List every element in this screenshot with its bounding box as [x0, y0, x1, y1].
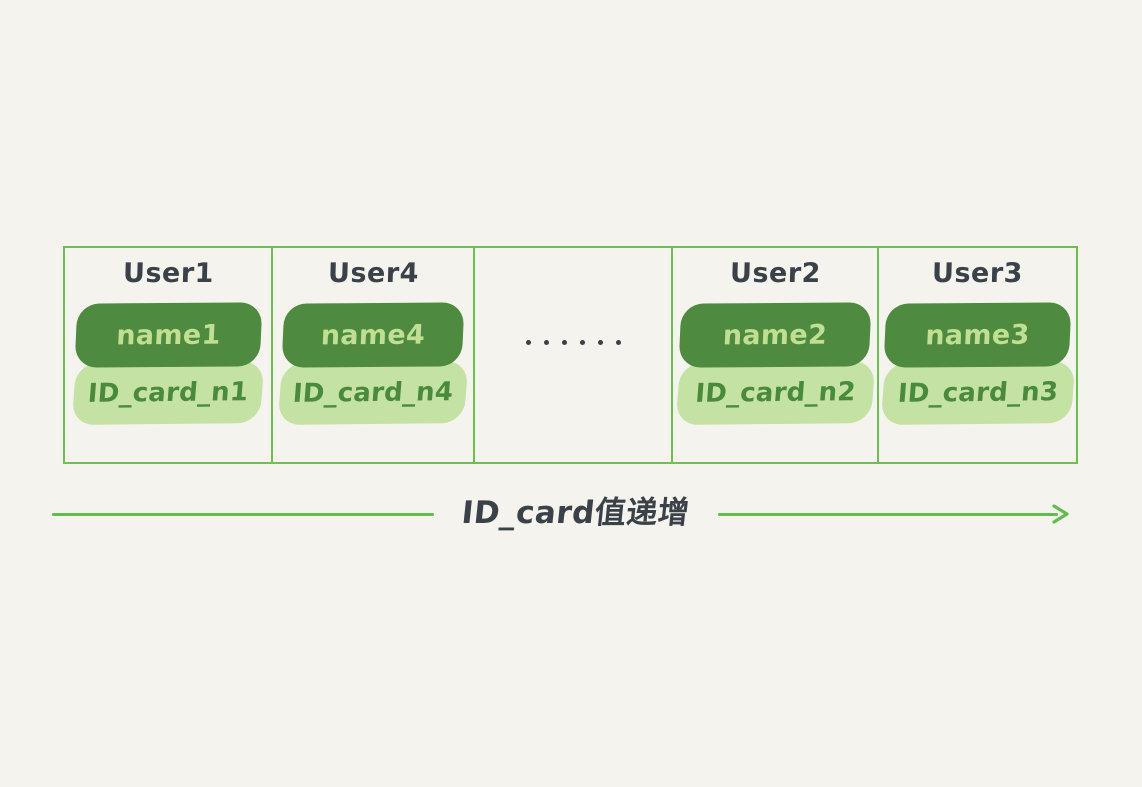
table-cell-user2: User2 name2 ID_card_n2 — [673, 248, 879, 462]
user-title: User2 — [729, 258, 821, 289]
user-title: User1 — [122, 258, 214, 289]
pill-stack: name2 ID_card_n2 — [673, 302, 877, 425]
name-pill: name4 — [281, 302, 465, 368]
ellipsis-dot — [615, 340, 621, 345]
ellipsis-dot — [579, 340, 585, 345]
arrow-right-icon — [1048, 501, 1074, 527]
pill-stack: name1 ID_card_n1 — [65, 302, 271, 425]
ellipsis-dot — [525, 340, 531, 345]
arrow-label: ID_card值递增 — [459, 495, 692, 531]
ellipsis-dot — [543, 340, 549, 345]
name-pill: name2 — [678, 302, 872, 368]
id-card-pill: ID_card_n1 — [71, 360, 265, 425]
ellipsis-icon — [475, 340, 671, 345]
table-cell-ellipsis — [475, 248, 673, 462]
name-pill: name3 — [883, 302, 1072, 368]
user-title: User3 — [931, 258, 1024, 289]
ordering-arrow: ID_card值递增 — [52, 492, 1087, 544]
id-card-pill: ID_card_n2 — [675, 360, 875, 425]
table-cell-user3: User3 name3 ID_card_n3 — [879, 248, 1076, 462]
arrow-line-right — [718, 513, 1058, 516]
table-cell-user1: User1 name1 ID_card_n1 — [65, 248, 273, 462]
user-index-table: User1 name1 ID_card_n1 User4 name4 ID_ca… — [63, 246, 1078, 464]
pill-stack: name4 ID_card_n4 — [273, 302, 473, 425]
ellipsis-dot — [561, 340, 567, 345]
pill-stack: name3 ID_card_n3 — [879, 302, 1076, 425]
id-card-pill: ID_card_n4 — [277, 360, 469, 425]
arrow-line-left — [52, 513, 434, 516]
user-title: User4 — [327, 258, 419, 289]
name-pill: name1 — [74, 302, 262, 368]
id-card-pill: ID_card_n3 — [880, 360, 1075, 425]
table-cell-user4: User4 name4 ID_card_n4 — [273, 248, 475, 462]
ellipsis-dot — [597, 340, 603, 345]
